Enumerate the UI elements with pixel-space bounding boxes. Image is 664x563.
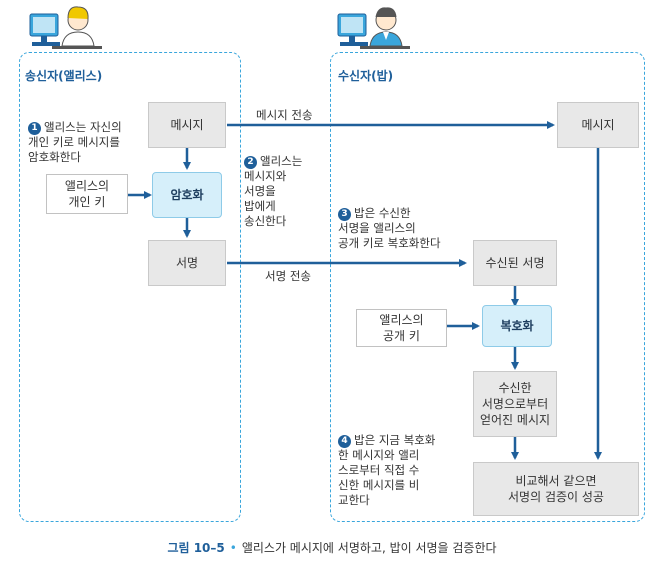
step3-text: 밥은 수신한 서명을 앨리스의 공개 키로 복호화한다: [338, 206, 441, 250]
result-label: 비교해서 같으면 서명의 검증이 성공: [508, 474, 604, 504]
step4-text: 밥은 지금 복호화 한 메시지와 앨리 스로부터 직접 수 신한 메시지를 비 …: [338, 433, 436, 507]
step4-number: 4: [338, 435, 351, 448]
decrypt-box: 복호화: [482, 305, 552, 347]
caption-text: 앨리스가 메시지에 서명하고, 밥이 서명을 검증한다: [241, 541, 497, 555]
result-box: 비교해서 같으면 서명의 검증이 성공: [473, 462, 639, 516]
obtained-message-box: 수신한 서명으로부터 얻어진 메시지: [473, 371, 557, 437]
private-key-label: 앨리스의 개인 키: [64, 179, 110, 209]
sender-title: 송신자(앨리스): [25, 69, 103, 83]
private-key-box: 앨리스의 개인 키: [46, 174, 128, 214]
receiver-message-box: 메시지: [557, 102, 639, 148]
figure-number: 그림 10–5: [167, 541, 225, 555]
step2-text: 앨리스는 메시지와 서명을 밥에게 송신한다: [244, 154, 303, 228]
step2-number: 2: [244, 156, 257, 169]
sender-message-box: 메시지: [148, 102, 226, 148]
sender-person-icon: [29, 6, 102, 49]
step3-number: 3: [338, 208, 351, 221]
received-signature-box: 수신된 서명: [473, 240, 557, 286]
send-message-label: 메시지 전송: [256, 108, 313, 122]
obtained-message-label: 수신한 서명으로부터 얻어진 메시지: [479, 381, 551, 427]
sender-panel: [19, 52, 241, 522]
figure-caption: 그림 10–5 • 앨리스가 메시지에 서명하고, 밥이 서명을 검증한다: [0, 539, 664, 556]
signature-box: 서명: [148, 240, 226, 286]
receiver-title: 수신자(밥): [338, 69, 394, 83]
public-key-box: 앨리스의 공개 키: [356, 309, 447, 347]
receiver-panel: [330, 52, 645, 522]
caption-bullet: •: [229, 541, 237, 555]
step1-text: 앨리스는 자신의 개인 키로 메시지를 암호화한다: [28, 120, 122, 164]
send-signature-label: 서명 전송: [265, 269, 311, 283]
encrypt-box: 암호화: [152, 172, 222, 218]
receiver-person-icon: [337, 7, 410, 49]
step1-number: 1: [28, 122, 41, 135]
public-key-label: 앨리스의 공개 키: [379, 313, 424, 343]
